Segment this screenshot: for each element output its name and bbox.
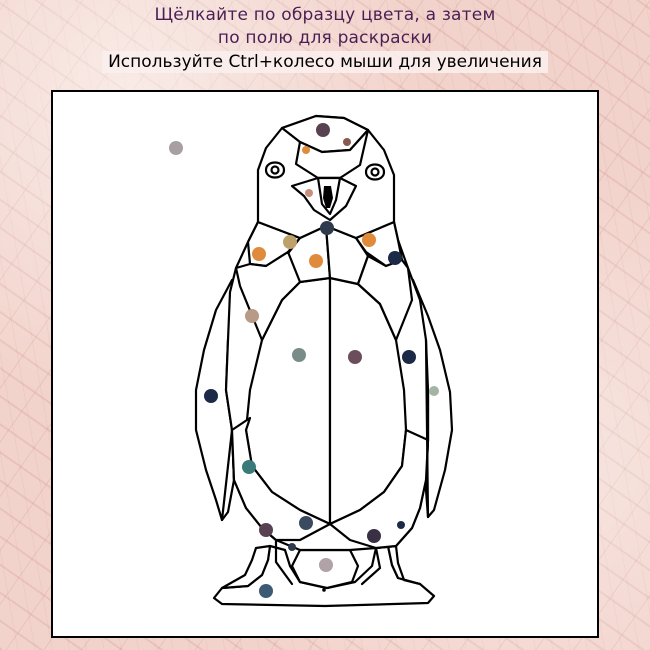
color-dot-23[interactable] (319, 558, 333, 572)
color-dot-20[interactable] (397, 521, 405, 529)
region-lower-right[interactable] (328, 428, 430, 550)
lower-foot-line (274, 538, 294, 586)
color-dot-4[interactable] (305, 189, 313, 197)
color-dot-13[interactable] (348, 350, 362, 364)
instructions-header: Щёлкайте по образцу цвета, а затем по по… (0, 4, 650, 73)
color-dots-layer (204, 123, 439, 598)
color-dot-6[interactable] (283, 235, 297, 249)
color-dot-14[interactable] (402, 350, 416, 364)
region-right-pupil[interactable] (370, 167, 380, 177)
color-dot-11[interactable] (245, 309, 259, 323)
lower-foot-line-2 (360, 546, 382, 586)
region-left-foot[interactable] (220, 544, 272, 590)
color-dot-22[interactable] (288, 543, 296, 551)
color-dot-8[interactable] (252, 247, 266, 261)
color-dot-24[interactable] (259, 584, 273, 598)
left-flipper-inner-line (220, 428, 234, 522)
region-shoulder-left[interactable] (234, 250, 302, 342)
color-dot-10[interactable] (388, 251, 402, 265)
color-dot-3[interactable] (343, 138, 351, 146)
instruction-line-1: Щёлкайте по образцу цвета, а затем (154, 5, 496, 25)
color-dot-1[interactable] (316, 123, 330, 137)
color-dot-21[interactable] (367, 529, 381, 543)
region-shoulder-right[interactable] (356, 254, 414, 342)
color-dot-18[interactable] (299, 516, 313, 530)
color-dot-9[interactable] (309, 254, 323, 268)
right-flipper-inner-line (424, 338, 430, 519)
color-swatch[interactable] (169, 141, 183, 155)
region-left-pupil[interactable] (270, 165, 280, 175)
region-right-foot[interactable] (374, 544, 422, 586)
color-dot-7[interactable] (362, 233, 376, 247)
instruction-line-2: по полю для раскраски (217, 28, 433, 48)
color-dot-16[interactable] (204, 389, 218, 403)
zoom-hint: Используйте Ctrl+колесо мыши для увеличе… (102, 51, 548, 73)
color-dot-2[interactable] (302, 146, 310, 154)
region-forehead[interactable] (294, 128, 370, 180)
foot-marker (322, 588, 326, 592)
color-dot-5[interactable] (320, 221, 334, 235)
color-dot-19[interactable] (259, 523, 273, 537)
beak-tip (323, 186, 333, 208)
color-dot-12[interactable] (292, 348, 306, 362)
color-dot-15[interactable] (429, 386, 439, 396)
color-dot-17[interactable] (242, 460, 256, 474)
